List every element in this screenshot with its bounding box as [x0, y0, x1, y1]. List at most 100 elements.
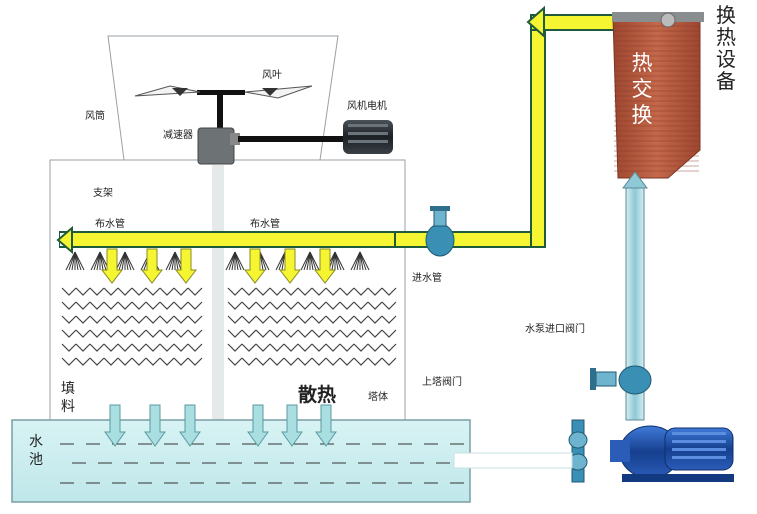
- fill-chevron: [353, 287, 369, 296]
- fan-motor-label: 风机电机: [347, 101, 387, 112]
- tower-valve[interactable]: [568, 419, 588, 483]
- fill-chevron: [297, 357, 313, 366]
- fill-chevron: [269, 301, 285, 310]
- fill-chevron: [311, 287, 327, 296]
- return-pipe: [622, 171, 648, 421]
- fill-chevron: [103, 315, 119, 324]
- fill-chevron: [311, 329, 327, 338]
- fill-chevron: [75, 329, 91, 338]
- fill-chevron: [311, 315, 327, 324]
- cooled-water-drop-arrow: [247, 404, 269, 447]
- fill-chevron: [145, 357, 161, 366]
- equipment-char: 热: [716, 25, 736, 49]
- fill-chevron: [173, 287, 189, 296]
- fill-chevron: [227, 287, 243, 296]
- fill-chevron: [255, 357, 271, 366]
- fill-chevron: [173, 357, 189, 366]
- tower-valve-label: 上塔阀门: [422, 377, 462, 388]
- fill-chevron: [159, 329, 175, 338]
- support-column: [212, 165, 224, 420]
- heat-exchanger-label: 热 交 换: [628, 50, 656, 128]
- fill-chevron: [89, 357, 105, 366]
- fill-chevron: [173, 301, 189, 310]
- motor-shaft: [238, 136, 346, 142]
- fill-chevron: [241, 343, 257, 352]
- fill-chevron: [241, 315, 257, 324]
- fill-chevron: [131, 357, 147, 366]
- fill-chevron: [117, 343, 133, 352]
- fill-chevron: [255, 329, 271, 338]
- fan-shaft: [217, 93, 223, 131]
- fill-media: [61, 287, 397, 366]
- fill-chevron: [325, 329, 341, 338]
- water-pump: [610, 425, 734, 482]
- hot-water-drop-arrow: [100, 248, 124, 284]
- spray-line: [259, 251, 270, 271]
- fill-chevron: [187, 315, 203, 324]
- fill-chevron: [339, 315, 355, 324]
- fill-chevron: [325, 301, 341, 310]
- fill-chevron: [89, 301, 105, 310]
- spray-line: [124, 251, 135, 271]
- fill-chevron: [255, 287, 271, 296]
- fan-blade-right: [244, 85, 313, 99]
- fill-chevron: [117, 315, 133, 324]
- fill-chevron: [283, 357, 299, 366]
- fill-chevron: [269, 357, 285, 366]
- fill-chevron: [227, 343, 243, 352]
- hot-water-drops: [100, 248, 337, 284]
- fill-chevron: [159, 287, 175, 296]
- fill-chevron: [241, 287, 257, 296]
- spray-line: [334, 251, 345, 271]
- fill-chevron: [159, 315, 175, 324]
- equipment-char: 换: [716, 3, 736, 27]
- water-pool: [11, 419, 573, 503]
- fill-chevron: [131, 287, 147, 296]
- fill-chevron: [117, 301, 133, 310]
- fill-chevron: [131, 301, 147, 310]
- fill-chevron: [381, 315, 397, 324]
- fill-chevron: [297, 343, 313, 352]
- fill-chevron: [297, 329, 313, 338]
- fill-chevron: [145, 301, 161, 310]
- reducer-label: 减速器: [163, 130, 193, 141]
- fill-chevron: [381, 287, 397, 296]
- fill-chevron: [187, 301, 203, 310]
- fill-chevron: [297, 287, 313, 296]
- fill-chevron: [61, 329, 77, 338]
- fill-chevron: [61, 301, 77, 310]
- fill-chevron: [367, 301, 383, 310]
- fill-chevron: [325, 357, 341, 366]
- fill-chevron: [89, 315, 105, 324]
- fill-chevron: [61, 343, 77, 352]
- fill-chevron: [269, 287, 285, 296]
- fill-chevron: [75, 357, 91, 366]
- fill-chevron: [311, 343, 327, 352]
- fill-chevron: [283, 301, 299, 310]
- fill-chevron: [283, 287, 299, 296]
- hot-water-drop-arrow: [243, 248, 267, 284]
- filler-char: 料: [61, 399, 75, 415]
- fill-chevron: [353, 329, 369, 338]
- pump-inlet-valve[interactable]: [590, 365, 652, 395]
- cooled-water-drop-arrow: [281, 404, 303, 447]
- fill-chevron: [325, 315, 341, 324]
- fill-chevron: [227, 329, 243, 338]
- fill-chevron: [173, 329, 189, 338]
- heat-exchange-equipment-label: 换 热 设 备: [714, 4, 738, 92]
- heat-exchanger: [612, 12, 704, 179]
- fill-chevron: [227, 315, 243, 324]
- heat-dissipation-label: 散热: [298, 384, 337, 406]
- fill-chevron: [381, 343, 397, 352]
- fill-chevron: [145, 315, 161, 324]
- pool-char: 水: [29, 434, 43, 450]
- fill-chevron: [103, 329, 119, 338]
- fill-chevron: [187, 343, 203, 352]
- fill-chevron: [353, 343, 369, 352]
- inlet-pipe-label: 进水管: [412, 273, 442, 284]
- fill-chevron: [159, 343, 175, 352]
- inlet-valve[interactable]: [425, 206, 455, 257]
- fill-chevron: [241, 301, 257, 310]
- fill-chevron: [367, 287, 383, 296]
- fill-chevron: [131, 315, 147, 324]
